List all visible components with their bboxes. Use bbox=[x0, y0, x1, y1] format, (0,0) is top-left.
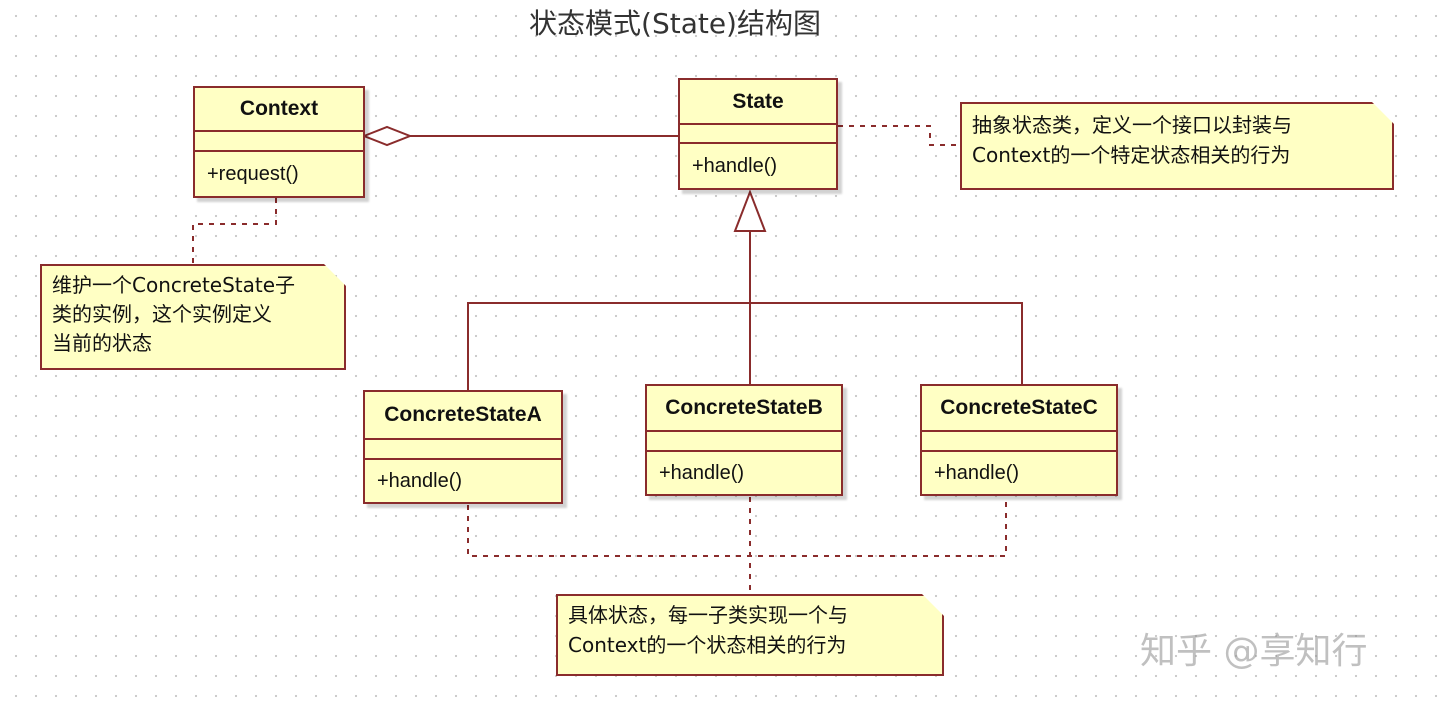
context-class-name: Context bbox=[195, 88, 363, 132]
concrete-state-a-attributes bbox=[365, 440, 561, 460]
state-class[interactable]: State +handle() bbox=[678, 78, 838, 190]
concrete-note-line: Context的一个状态相关的行为 bbox=[568, 633, 847, 657]
context-note-line: 维护一个ConcreteState子 bbox=[52, 273, 296, 297]
state-note-line: Context的一个特定状态相关的行为 bbox=[972, 143, 1291, 167]
context-note: 维护一个ConcreteState子 类的实例，这个实例定义 当前的状态 bbox=[40, 264, 346, 370]
context-class-attributes bbox=[195, 132, 363, 152]
concrete-state-c-attributes bbox=[922, 432, 1116, 452]
concrete-state-a-operation: +handle() bbox=[377, 469, 463, 492]
diagram-title: 状态模式(State)结构图 bbox=[529, 7, 821, 40]
concrete-state-b-operation: +handle() bbox=[659, 461, 745, 484]
state-class-name: State bbox=[680, 80, 836, 125]
generalization-triangle bbox=[733, 189, 767, 232]
concrete-state-note: 具体状态，每一子类实现一个与 Context的一个状态相关的行为 bbox=[556, 594, 944, 676]
concrete-note-link bbox=[467, 497, 1007, 557]
state-note-line: 抽象状态类，定义一个接口以封装与 bbox=[972, 113, 1292, 137]
state-note: 抽象状态类，定义一个接口以封装与 Context的一个特定状态相关的行为 bbox=[960, 102, 1394, 190]
concrete-state-c-class[interactable]: ConcreteStateC +handle() bbox=[920, 384, 1118, 496]
context-class[interactable]: Context +request() bbox=[193, 86, 365, 198]
context-note-link bbox=[192, 198, 277, 264]
concrete-state-b-name: ConcreteStateB bbox=[647, 386, 841, 432]
state-note-link bbox=[838, 125, 962, 146]
generalization-branch bbox=[467, 302, 1023, 390]
concrete-note-line: 具体状态，每一子类实现一个与 bbox=[568, 603, 848, 627]
concrete-state-c-operation: +handle() bbox=[934, 461, 1020, 484]
aggregation-diamond bbox=[361, 125, 413, 147]
concrete-state-a-name: ConcreteStateA bbox=[365, 392, 561, 440]
context-note-line: 当前的状态 bbox=[52, 331, 152, 355]
context-class-operation: +request() bbox=[207, 162, 299, 185]
context-note-line: 类的实例，这个实例定义 bbox=[52, 302, 272, 326]
concrete-state-c-name: ConcreteStateC bbox=[922, 386, 1116, 432]
watermark-text: 知乎 @享知行 bbox=[1140, 631, 1368, 672]
concrete-state-b-attributes bbox=[647, 432, 841, 452]
concrete-state-a-class[interactable]: ConcreteStateA +handle() bbox=[363, 390, 563, 504]
state-class-attributes bbox=[680, 125, 836, 144]
concrete-state-b-class[interactable]: ConcreteStateB +handle() bbox=[645, 384, 843, 496]
state-class-operation: +handle() bbox=[692, 154, 778, 177]
